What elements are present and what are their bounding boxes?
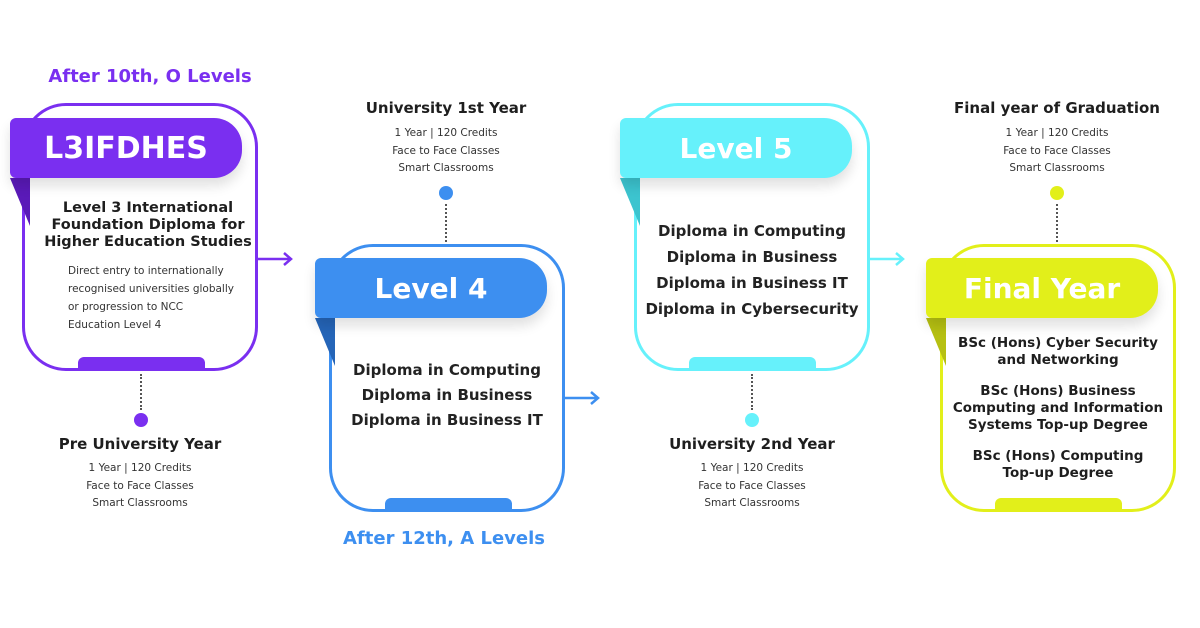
stage3-banner-fold [620,178,640,226]
stage2-banner: Level 4 [315,258,547,318]
stage3-course-business: Diploma in Business [666,248,838,266]
stage4-degree-computing: BSc (Hons) Computing Top-up Degree [972,448,1144,481]
stage4-meta: 1 Year | 120 Credits Face to Face Classe… [957,125,1157,178]
stage4-dot [1050,186,1064,200]
stage1-banner: L3IFDHES [10,118,242,178]
stage2-dot [439,186,453,200]
stage3-year-title: University 2nd Year [669,435,835,453]
stage3-course-business-it: Diploma in Business IT [656,274,848,292]
stage3-dot [745,413,759,427]
stage3-card-tab [689,357,816,371]
stage2-banner-text: Level 4 [374,271,488,305]
stage2-connector [445,204,447,242]
stage2-course-computing: Diploma in Computing [353,361,541,379]
stage3-meta-classrooms: Smart Classrooms [704,497,800,509]
stage3-connector [751,374,753,410]
stage1-card-tab [78,357,205,371]
stage1-meta-classes: Face to Face Classes [86,479,194,492]
stage4-year-title: Final year of Graduation [954,99,1160,117]
stage2-year-title: University 1st Year [365,99,527,117]
stage2-banner-fold [315,318,335,366]
stage3-meta-credits: 1 Year | 120 Credits [700,462,804,474]
stage2-meta-credits: 1 Year | 120 Credits [394,127,498,139]
arrow-stage1-to-stage2 [256,252,293,266]
stage2-meta: 1 Year | 120 Credits Face to Face Classe… [346,125,546,178]
stage4-banner: Final Year [926,258,1158,318]
stage3-meta: 1 Year | 120 Credits Face to Face Classe… [652,460,852,513]
stage1-entry-label: After 10th, O Levels [48,66,252,87]
stage2-meta-classes: Face to Face Classes [392,144,500,157]
stage4-degree-cyber-security: BSc (Hons) Cyber Security and Networking [958,335,1158,368]
stage3-banner: Level 5 [620,118,852,178]
stage3-course-cybersecurity: Diploma in Cybersecurity [645,300,859,318]
stage1-connector [140,374,142,410]
stage2-course-business: Diploma in Business [361,386,533,404]
stage1-meta-classrooms: Smart Classrooms [92,497,188,509]
stage1-meta-credits: 1 Year | 120 Credits [88,462,192,474]
stage1-dot [134,413,148,427]
stage2-entry-label: After 12th, A Levels [343,528,545,549]
stage1-year-title: Pre University Year [58,435,222,453]
stage4-card-tab [995,498,1122,512]
stage3-banner-text: Level 5 [679,131,793,165]
stage1-title: Level 3 International Foundation Diploma… [44,200,252,250]
stage2-course-business-it: Diploma in Business IT [351,411,543,429]
stage4-meta-classrooms: Smart Classrooms [1009,162,1105,174]
arrow-stage2-to-stage3 [563,391,600,405]
stage4-banner-text: Final Year [963,271,1121,305]
stage2-meta-classrooms: Smart Classrooms [398,162,494,174]
stage1-description: Direct entry to internationally recognis… [68,265,234,331]
stage2-card-tab [385,498,512,512]
arrow-stage3-to-stage4 [868,252,905,266]
stage4-degree-business-computing: BSc (Hons) Business Computing and Inform… [952,383,1164,433]
stage4-degrees: BSc (Hons) Cyber Security and Networking… [946,335,1170,482]
stage4-banner-fold [926,318,946,366]
stage4-meta-credits: 1 Year | 120 Credits [1005,127,1109,139]
stage2-courses: Diploma in Computing Diploma in Business… [329,358,565,433]
stage1-banner-text: L3IFDHES [44,130,208,166]
stage1-banner-fold [10,178,30,226]
stage1-meta: 1 Year | 120 Credits Face to Face Classe… [40,460,240,513]
stage4-connector [1056,204,1058,242]
stage3-course-computing: Diploma in Computing [658,222,846,240]
stage3-meta-classes: Face to Face Classes [698,479,806,492]
stage3-courses: Diploma in Computing Diploma in Business… [634,218,870,322]
stage4-meta-classes: Face to Face Classes [1003,144,1111,157]
